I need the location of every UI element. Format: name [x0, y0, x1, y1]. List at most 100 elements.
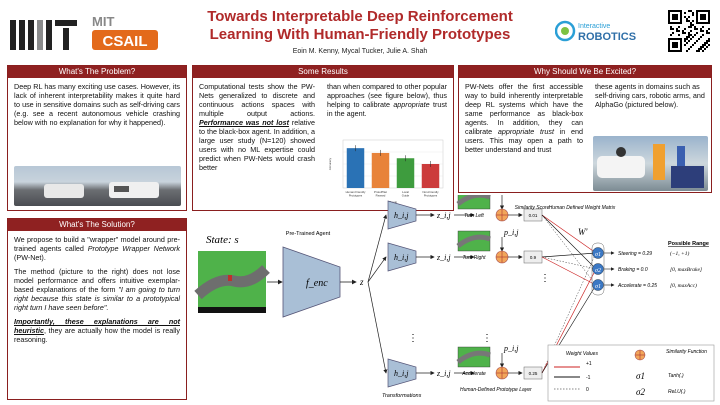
wprime-label: W'	[578, 227, 588, 237]
results-col2-b: trust in the agent.	[327, 100, 447, 118]
fenc-block: f_enc	[282, 246, 341, 318]
solution-text: We propose to build a "wrapper" model ar…	[8, 231, 186, 353]
self-driving-robots-image	[593, 136, 708, 191]
legend-sigma1: σ1	[636, 371, 645, 381]
solution-p1-a: We propose to build a "wrapper" model ar…	[14, 235, 180, 253]
results-col2-a: than when compared to other popular appr…	[327, 82, 447, 109]
vertical-dots-1: ⋮	[408, 333, 418, 344]
zij-label-2: z_i,j	[436, 369, 451, 378]
fenc-label: f_enc	[306, 278, 328, 289]
csail-text: CSAIL	[103, 33, 148, 50]
car-crash-image	[14, 166, 181, 206]
problem-panel-title: What's The Problem?	[8, 66, 186, 78]
similarity-score-0: 0.01	[529, 213, 538, 218]
transformation-block-1	[387, 242, 417, 272]
ir-bottom-text: ROBOTICS	[578, 31, 636, 43]
transformation-block-2	[387, 358, 417, 388]
csail-mit-text: MIT	[92, 14, 114, 29]
pij-label-2: p_i,j	[503, 344, 519, 353]
bar-category-label-0: Human Friendly	[346, 190, 366, 194]
bar-category-label-1: Reward	[376, 194, 386, 198]
results-panel-title: Some Results	[193, 66, 453, 78]
bar-category-label-2: Local	[402, 190, 409, 194]
poster-authors: Eoin M. Kenny, Mycal Tucker, Julie A. Sh…	[292, 48, 428, 55]
output-neuron-0	[592, 247, 604, 259]
h-label-1: h_i,j	[394, 253, 409, 262]
pij-label-1: p_i,j	[503, 228, 519, 237]
legend-title: Weight Values	[566, 351, 598, 357]
output-sigma-1: σ2	[595, 268, 601, 274]
solution-paragraph-2: The method (picture to the right) does n…	[14, 267, 180, 312]
legend-sigma2-desc: ReLU(.)	[668, 389, 686, 395]
problem-panel: What's The Problem? Deep RL has many exc…	[7, 65, 187, 211]
zij-label-1: z_i,j	[436, 253, 451, 262]
zij-label-0: z_i,j	[436, 211, 451, 220]
results-text-col2: than when compared to other popular appr…	[321, 78, 453, 122]
transformations-label: Transformations	[382, 393, 422, 399]
z-label: z	[359, 277, 364, 287]
bar-0	[346, 148, 365, 188]
excited-panel: Why Should We Be Excited? PW-Nets offer …	[458, 65, 712, 193]
solution-p3-b: , they are actually how the model is rea…	[14, 326, 180, 344]
solution-p3-em: Importantly, these explanations are not …	[14, 317, 180, 335]
excited-panel-title: Why Should We Be Excited?	[459, 66, 711, 78]
output-range-2: [0, maxAcc)	[670, 282, 697, 289]
bar-category-label-1: ProtoPNet	[374, 190, 387, 194]
bar-category-label-2: Guide	[402, 194, 410, 198]
output-label-1: Braking = 0.0	[618, 267, 648, 273]
legend-similarity-function: Similarity Function	[666, 349, 707, 355]
h-label-2: h_i,j	[394, 369, 409, 378]
bar-category-label-3: Prototypes	[424, 194, 438, 198]
excited-text-col2: these agents in domains such as self-dri…	[595, 82, 705, 109]
legend-box: Weight Values +1 -1 0 Similarity Functio…	[547, 344, 715, 402]
legend-minus: -1	[586, 375, 591, 381]
solution-panel: What's The Solution? We propose to build…	[7, 218, 187, 400]
excited-col1-b: in end users. This may open a path to be…	[465, 127, 583, 154]
excited-col1-em: appropriate trust	[497, 127, 554, 136]
interactive-robotics-logo: Interactive ROBOTICS	[554, 18, 663, 44]
output-range-0: (−1, +1)	[670, 250, 690, 257]
similarity-score-label: Similarity Score	[515, 205, 550, 211]
csail-logo: MIT CSAIL	[90, 12, 162, 54]
problem-text: Deep RL has many exciting use cases. How…	[14, 82, 180, 127]
bar-category-label-3: Non-Friendly	[422, 190, 439, 194]
poster-title: Towards Interpretable Deep Reinforcement…	[207, 8, 513, 43]
prototype-name-1: Turn Right	[463, 255, 487, 261]
results-text-col1: Computational tests show the PW-Nets gen…	[193, 78, 321, 176]
pretrained-label: Pre-Trained Agent	[286, 231, 331, 237]
bar-2	[396, 158, 415, 188]
pw-net-diagram: State: s Pre-Trained Agent f_enc z h_i,j…	[194, 195, 715, 402]
bar-1	[371, 152, 390, 188]
state-image	[194, 251, 270, 313]
transformation-block-0	[387, 200, 417, 230]
excited-text-col1: PW-Nets offer the first accessible way t…	[459, 78, 589, 158]
results-col1-em: Performance was not lost	[199, 118, 289, 127]
qr-code[interactable]	[668, 10, 710, 52]
results-col1-b: relative to the black-box agent. In addi…	[199, 118, 315, 172]
bar-category-label-0: Prototypes	[349, 194, 363, 198]
output-neuron-1	[592, 263, 604, 275]
solution-p2-a: The method (picture to the right) does n…	[14, 267, 180, 294]
legend-sigma1-desc: Tanh(.)	[668, 373, 684, 379]
results-panel: Some Results Computational tests show th…	[192, 65, 454, 211]
output-label-0: Steering = 0.29	[618, 251, 652, 257]
solution-p2-em: "I am going to turn right because this s…	[14, 285, 180, 312]
solution-paragraph-1: We propose to build a "wrapper" model ar…	[14, 235, 180, 262]
vertical-dots-2: ⋮	[482, 333, 492, 344]
ir-top-text: Interactive	[578, 23, 610, 30]
output-neuron-2	[592, 279, 604, 291]
solution-p1-b: (PW-Net).	[14, 253, 46, 262]
solution-paragraph-3: Importantly, these explanations are not …	[14, 317, 180, 344]
prototype-name-2: Accelerate	[461, 371, 486, 377]
chart-ylabel: Accuracy	[328, 157, 332, 170]
solution-p1-em: Prototype Wrapper Network	[87, 244, 180, 253]
results-col1-a: Computational tests show the PW-Nets gen…	[199, 82, 315, 118]
solution-panel-title: What's The Solution?	[8, 219, 186, 231]
proto-layer-label: Human-Defined Prototype Layer	[460, 387, 532, 393]
chart-xlabel: Group	[389, 200, 398, 204]
prototype-name-0: Turn Left	[464, 213, 484, 219]
similarity-score-1: 0.9	[530, 255, 537, 260]
results-bar-chart: Human FriendlyPrototypesProtoPNetRewardL…	[328, 139, 444, 204]
output-sigma-2: σ1	[595, 284, 601, 290]
similarity-score-2: 0.25	[529, 371, 538, 376]
